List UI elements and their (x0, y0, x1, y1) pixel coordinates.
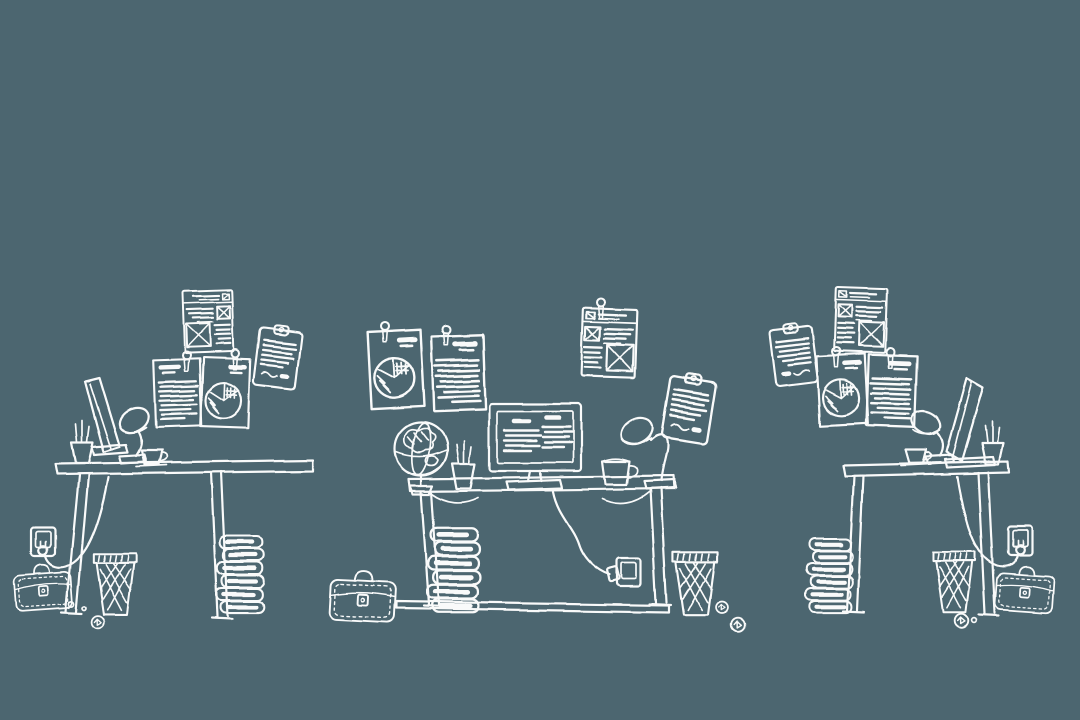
right-pen-cup (980, 420, 1005, 466)
left-wireframe-poster (181, 288, 235, 355)
center-mug (601, 457, 639, 486)
right-pie-chart-sheet (816, 346, 868, 426)
left-desk-lamp (118, 406, 150, 465)
right-wastebasket (931, 551, 977, 614)
center-wall-outlet (606, 557, 643, 588)
right-briefcase (993, 563, 1057, 615)
left-pen-cup (70, 419, 95, 465)
left-pie-chart-sheet (201, 348, 251, 428)
center-text-sheet (432, 324, 485, 411)
workstation-left (11, 288, 315, 630)
left-coffee-cup (135, 449, 168, 468)
right-coffee-cup (899, 448, 933, 467)
center-clipboard (661, 370, 717, 444)
right-angled-monitor (943, 377, 997, 469)
left-wall-outlet (29, 525, 57, 558)
left-book-stack (216, 536, 264, 613)
left-angled-monitor (83, 376, 130, 457)
center-wastebasket (671, 550, 719, 617)
center-globe (393, 421, 449, 496)
workstation-right (769, 285, 1057, 629)
right-clipboard (769, 321, 818, 387)
right-wall-outlet (1006, 524, 1034, 557)
center-desk-lamp (620, 416, 678, 491)
center-book-stack (427, 528, 480, 612)
center-briefcase (328, 568, 398, 625)
right-crumpled-paper (953, 612, 978, 629)
right-book-stack (806, 539, 852, 613)
left-text-sheet (154, 350, 202, 427)
center-power-cord (551, 490, 611, 577)
center-pen-cup (451, 439, 477, 490)
right-text-sheet (866, 347, 917, 427)
left-wastebasket (92, 552, 138, 616)
right-power-cord (955, 475, 1020, 568)
left-crumpled-paper (68, 600, 106, 630)
left-clipboard (254, 323, 303, 389)
workstation-center (328, 297, 746, 633)
center-crumpled-paper (714, 600, 746, 633)
right-wireframe-poster (832, 285, 889, 355)
right-desk-lamp (910, 409, 956, 465)
left-power-cord (43, 476, 110, 569)
center-pie-chart-sheet (368, 321, 425, 409)
left-desk (53, 458, 315, 621)
center-wireframe-poster (579, 297, 639, 380)
pin-icon (181, 350, 192, 373)
left-briefcase (11, 561, 75, 613)
right-desk (841, 459, 1011, 618)
center-monitor (487, 402, 583, 492)
